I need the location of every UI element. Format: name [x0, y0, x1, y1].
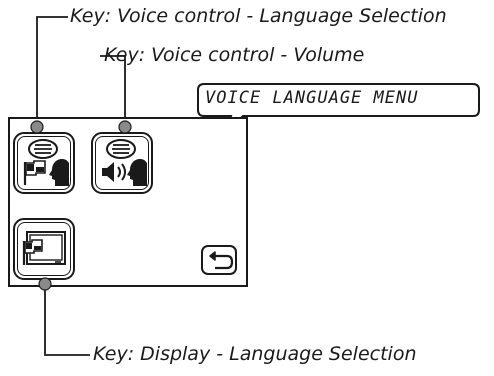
callout-dot-voice-volume: [118, 120, 132, 134]
voice-language-key[interactable]: [13, 132, 75, 194]
leader-line-display-language: [44, 284, 90, 356]
speech-bubble-flag-head-icon: [23, 139, 69, 186]
voice-volume-key[interactable]: [91, 132, 153, 194]
back-button[interactable]: [201, 245, 237, 275]
callout-voice-language-selection: Key: Voice control - Language Selection: [70, 5, 447, 27]
callout-dot-display-language: [38, 277, 52, 291]
speech-bubble-speaker-head-icon: [102, 139, 147, 186]
leader-line-voice-volume: [100, 55, 126, 127]
display-flag-icon: [22, 231, 66, 265]
callout-display-language-selection: Key: Display - Language Selection: [93, 343, 417, 365]
callout-dot-voice-language: [30, 120, 44, 134]
back-arrow-icon: [209, 251, 234, 270]
screen-title: VOICE LANGUAGE MENU: [205, 88, 419, 108]
display-language-key[interactable]: [13, 218, 75, 280]
leader-line-voice-language: [36, 16, 68, 127]
callout-voice-volume: Key: Voice control - Volume: [104, 44, 365, 66]
